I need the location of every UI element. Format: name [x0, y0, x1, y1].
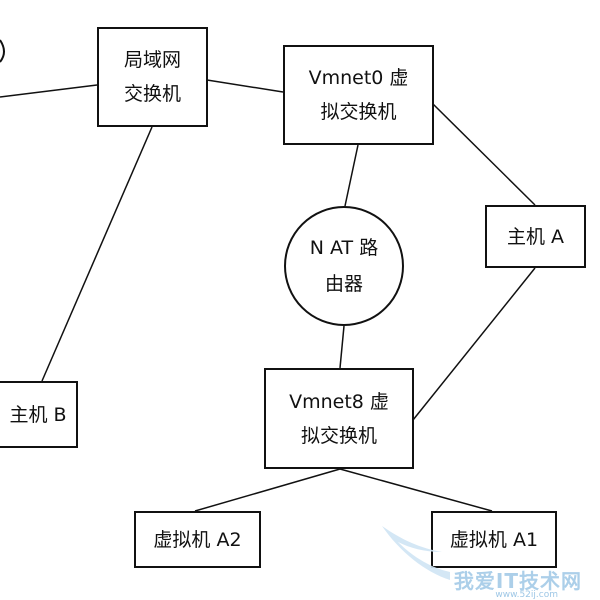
lan-switch-node: 局域网 交换机: [97, 27, 208, 127]
offscreen-node-edge: [0, 39, 5, 63]
vmnet8-switch-node: Vmnet8 虚 拟交换机: [264, 368, 414, 469]
vmnet0-label-line2: 拟交换机: [320, 101, 397, 123]
link-left-to-lan-switch: [0, 84, 98, 98]
host-b-node: 主机 B: [0, 381, 78, 448]
vmnet8-label-line2: 拟交换机: [300, 424, 377, 447]
link-host-a-to-vmnet8: [412, 267, 536, 421]
host-b-label: 主机 B: [9, 403, 67, 426]
vmnet8-label-line1: Vmnet8 虚: [289, 390, 389, 413]
vm-a2-label: 虚拟机 A2: [153, 528, 242, 551]
link-lan-switch-to-host-b: [41, 126, 153, 382]
vmnet0-switch-node: Vmnet0 虚 拟交换机: [283, 45, 434, 145]
link-vmnet0-to-host-a: [432, 103, 536, 206]
watermark-wing-icon: [382, 526, 450, 580]
link-vmnet0-to-nat: [344, 144, 359, 207]
lan-switch-label-line2: 交换机: [123, 83, 181, 105]
link-nat-to-vmnet8: [339, 325, 345, 369]
nat-router-label-line2: 由器: [324, 273, 363, 295]
lan-switch-label-line1: 局域网: [123, 49, 181, 71]
nat-router-node: N AT 路 由器: [284, 206, 404, 326]
link-vmnet8-to-vm-a2: [194, 468, 341, 512]
nat-router-label-line1: N AT 路: [309, 237, 379, 259]
watermark-text: 我爱IT技术网: [453, 569, 582, 593]
host-a-label: 主机 A: [506, 225, 565, 248]
link-lan-switch-to-vmnet0: [206, 79, 284, 93]
vm-a1-label: 虚拟机 A1: [449, 528, 539, 551]
link-vmnet8-to-vm-a1: [339, 468, 493, 512]
vm-a2-node: 虚拟机 A2: [134, 511, 261, 568]
watermark-url: www.52ij.com: [495, 590, 558, 600]
host-a-node: 主机 A: [485, 205, 586, 268]
vm-a1-node: 虚拟机 A1: [431, 511, 557, 568]
vmnet0-label-line1: Vmnet0 虚: [308, 67, 409, 89]
